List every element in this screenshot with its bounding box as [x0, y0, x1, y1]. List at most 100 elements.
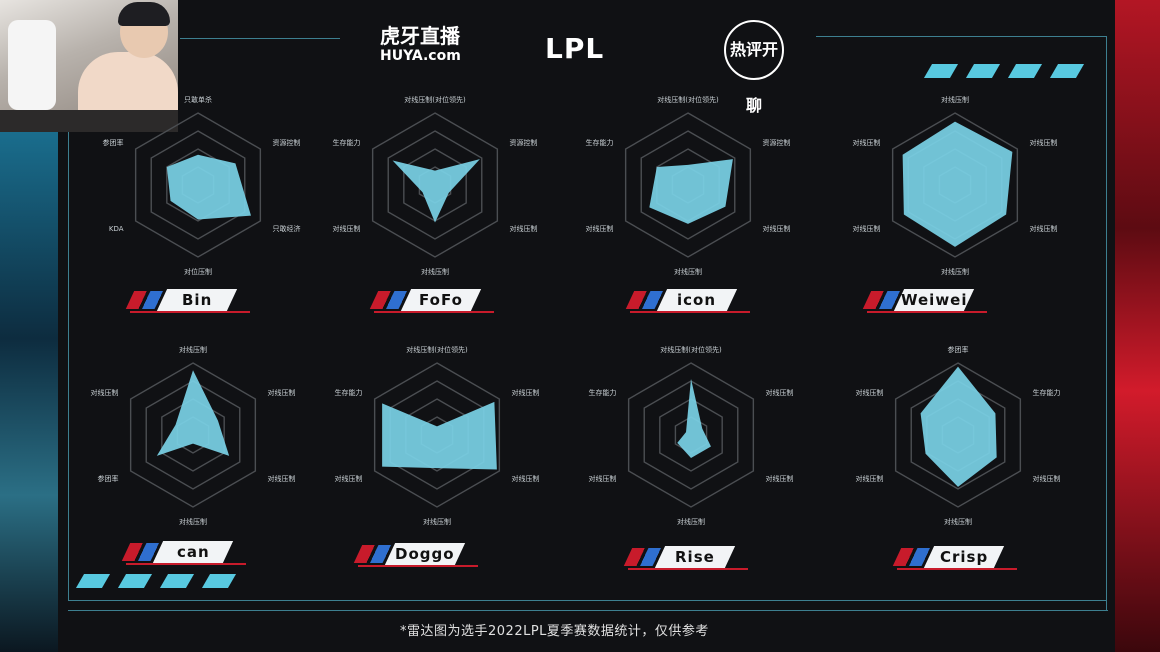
radar-axis-label: 对线压制(对位领先) — [404, 95, 466, 104]
radar-axis-label: 参团率 — [948, 345, 969, 354]
player-name-text: can — [176, 543, 210, 561]
radar-axis-label: KDA — [109, 225, 124, 233]
radar-axis-label: 资源控制 — [762, 138, 790, 147]
radar-ring — [894, 362, 1022, 508]
radar-axis-label: 对线压制(对位领先) — [657, 95, 719, 104]
radar-data-area — [392, 159, 480, 223]
radar-axis-label: 对线压制 — [856, 388, 884, 397]
radar-axis-label: 对线压制 — [511, 474, 539, 483]
radar-axis-label: 对线压制 — [944, 517, 972, 526]
radar-ring — [373, 362, 501, 508]
player-name-text: Crisp — [939, 548, 989, 566]
radar-axis-label: 对线压制 — [179, 517, 207, 526]
frame-right-line — [1106, 36, 1107, 611]
radar-ring — [640, 130, 736, 240]
radar-axis-label: 对线压制 — [423, 517, 451, 526]
radar-axis-label: 对线压制 — [674, 267, 702, 276]
radar-axis-label: 对线压制 — [586, 224, 614, 233]
radar-axis-label: 对线压制 — [941, 267, 969, 276]
radar-data-area — [649, 159, 733, 224]
radar-axis-label: 对线压制 — [421, 267, 449, 276]
huya-logo-text: 虎牙直播 — [380, 24, 460, 48]
radar-axis-label: 资源控制 — [509, 138, 537, 147]
radar-axis-label: 参团率 — [103, 138, 124, 147]
lpl-logo: LPL — [545, 32, 605, 65]
radar-data-area — [902, 121, 1013, 247]
player-name: Doggo — [384, 543, 466, 565]
radar-axis-label: 资源控制 — [272, 138, 300, 147]
radar-axis-label: 对线压制 — [762, 224, 790, 233]
radar-axis-label: 只敢经济 — [272, 224, 300, 233]
radar-axis-label: 对线压制 — [941, 95, 969, 104]
radar-ring — [161, 398, 225, 472]
radar-axis-label: 对线压制 — [91, 388, 119, 397]
show-logo: 热评开聊 — [724, 20, 784, 115]
footer-note: *雷达图为选手2022LPL夏季赛数据统计，仅供参考 — [400, 624, 709, 639]
nametag-underline — [374, 311, 494, 313]
radar-axis-label: 对线压制 — [335, 474, 363, 483]
radar-ring — [145, 380, 241, 490]
radar-axis-label: 生存能力 — [589, 388, 617, 397]
player-name-text: Weiwei — [900, 291, 968, 309]
radar-ring — [150, 130, 246, 240]
nametag-underline — [358, 565, 478, 567]
radar-axis-label: 对线压制 — [267, 474, 295, 483]
player-name: can — [152, 541, 234, 563]
streamer-hair — [118, 2, 170, 26]
nametag-underline — [867, 311, 987, 313]
nametag-underline — [897, 568, 1017, 570]
nametag-underline — [628, 568, 748, 570]
nametag-underline — [630, 311, 750, 313]
radar-ring — [134, 112, 262, 258]
radar-ring — [129, 362, 257, 508]
radar-axis-label: 对线压制 — [589, 474, 617, 483]
radar-ring — [624, 112, 752, 258]
radar-axis-label: 对线压制 — [1029, 138, 1057, 147]
player-name: Bin — [156, 289, 238, 311]
player-name-text: icon — [677, 291, 717, 309]
radar-axis-label: 生存能力 — [1032, 388, 1060, 397]
radar-axis-label: 对位压制 — [184, 267, 212, 276]
radar-ring — [371, 112, 499, 258]
huya-logo: 虎牙直播 HUYA.com — [380, 26, 461, 66]
radar-ring — [659, 398, 723, 472]
player-name-text: Bin — [181, 291, 213, 309]
radar-axis-label: 生存能力 — [335, 388, 363, 397]
chair — [8, 20, 56, 110]
radar-axis-label: 对线压制(对位领先) — [660, 345, 722, 354]
logo-bar: 虎牙直播 HUYA.com LPL 热评开聊 — [0, 20, 1160, 115]
frame-bottom-line — [68, 610, 1108, 611]
desk — [0, 110, 178, 132]
radar-axis-label: 只敢单杀 — [184, 95, 212, 104]
panel-frame — [68, 78, 1107, 601]
radar-axis-label: 对线压制 — [853, 224, 881, 233]
radar-data-area — [166, 154, 252, 220]
player-name-text: FoFo — [419, 291, 463, 309]
radar-axis-label: 对线压制 — [856, 474, 884, 483]
player-name: Crisp — [923, 546, 1005, 568]
stats-panel — [58, 0, 1115, 652]
huya-domain: HUYA.com — [380, 48, 461, 64]
player-name: Weiwei — [893, 289, 975, 311]
player-name: FoFo — [400, 289, 482, 311]
frame-top-left-line — [180, 38, 340, 39]
radar-axis-label: 参团率 — [98, 474, 119, 483]
player-name: Rise — [654, 546, 736, 568]
radar-axis-label: 对线压制 — [765, 474, 793, 483]
radar-data-area — [382, 401, 497, 470]
radar-ring — [387, 130, 483, 240]
radar-axis-label: 生存能力 — [333, 138, 361, 147]
webcam-feed — [0, 0, 178, 132]
radar-ring — [643, 380, 739, 490]
player-name: icon — [656, 289, 738, 311]
radar-axis-label: 生存能力 — [586, 138, 614, 147]
radar-axis-label: 对线压制 — [1029, 224, 1057, 233]
radar-data-area — [920, 366, 997, 487]
